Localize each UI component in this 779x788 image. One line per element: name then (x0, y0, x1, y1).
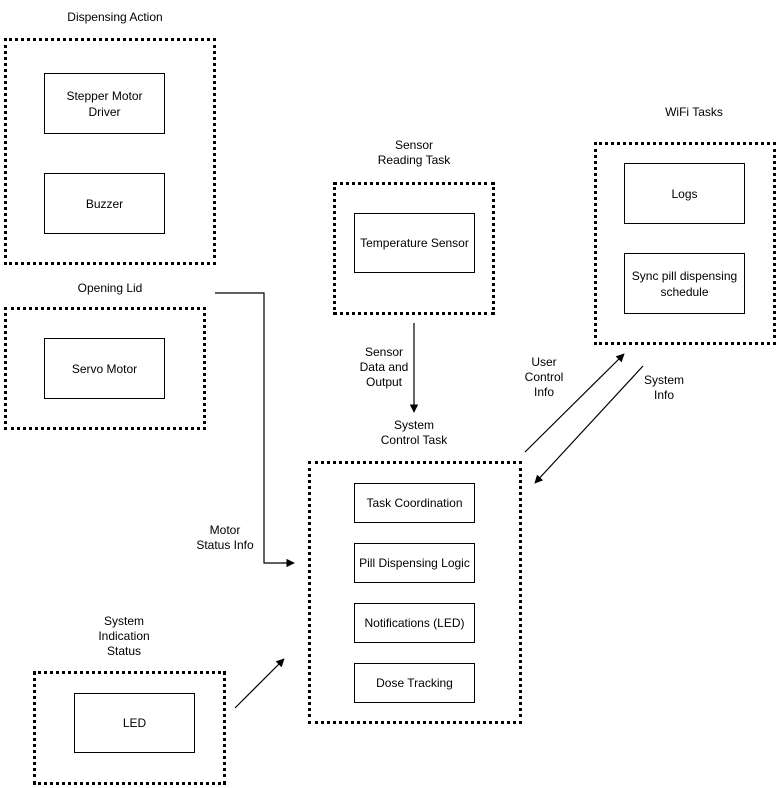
sensor-data-output-label: Sensor Data and Output (359, 345, 409, 389)
stepper-motor-driver-node: Stepper Motor Driver (44, 73, 165, 134)
wifi-tasks-title: WiFi Tasks (665, 105, 723, 119)
control-to-wifi-arrow (524, 353, 625, 453)
indication-to-control-arrow (234, 658, 285, 709)
sensor-reading-task-title: Sensor Reading Task (377, 138, 451, 167)
servo-motor-node: Servo Motor (44, 338, 165, 399)
task-coordination-node: Task Coordination (354, 483, 475, 523)
wifi-to-control-arrow (534, 365, 644, 484)
system-indication-status-group (33, 671, 226, 785)
sync-schedule-node: Sync pill dispensing schedule (624, 253, 745, 314)
dispensing-action-group (4, 38, 216, 265)
system-indication-status-title: System Indication Status (98, 614, 150, 658)
opening-lid-title: Opening Lid (77, 281, 143, 295)
pill-dispensing-logic-node: Pill Dispensing Logic (354, 543, 475, 583)
system-control-task-group (308, 461, 522, 724)
dose-tracking-node: Dose Tracking (354, 663, 475, 703)
system-info-label: System Info (643, 373, 684, 402)
sensor-reading-task-group (333, 182, 495, 315)
led-node: LED (74, 693, 195, 753)
dispensing-action-title: Dispensing Action (67, 10, 163, 24)
notifications-led-node: Notifications (LED) (354, 603, 475, 643)
motor-status-info-label: Motor Status Info (196, 523, 254, 552)
temperature-sensor-node: Temperature Sensor (354, 213, 475, 273)
logs-node: Logs (624, 163, 745, 224)
user-control-info-label: User Control Info (524, 355, 564, 399)
system-control-task-title: System Control Task (380, 418, 448, 447)
buzzer-node: Buzzer (44, 173, 165, 234)
opening-lid-group (4, 307, 206, 430)
lid-to-control-arrow (215, 292, 295, 568)
wifi-tasks-group (594, 142, 776, 345)
